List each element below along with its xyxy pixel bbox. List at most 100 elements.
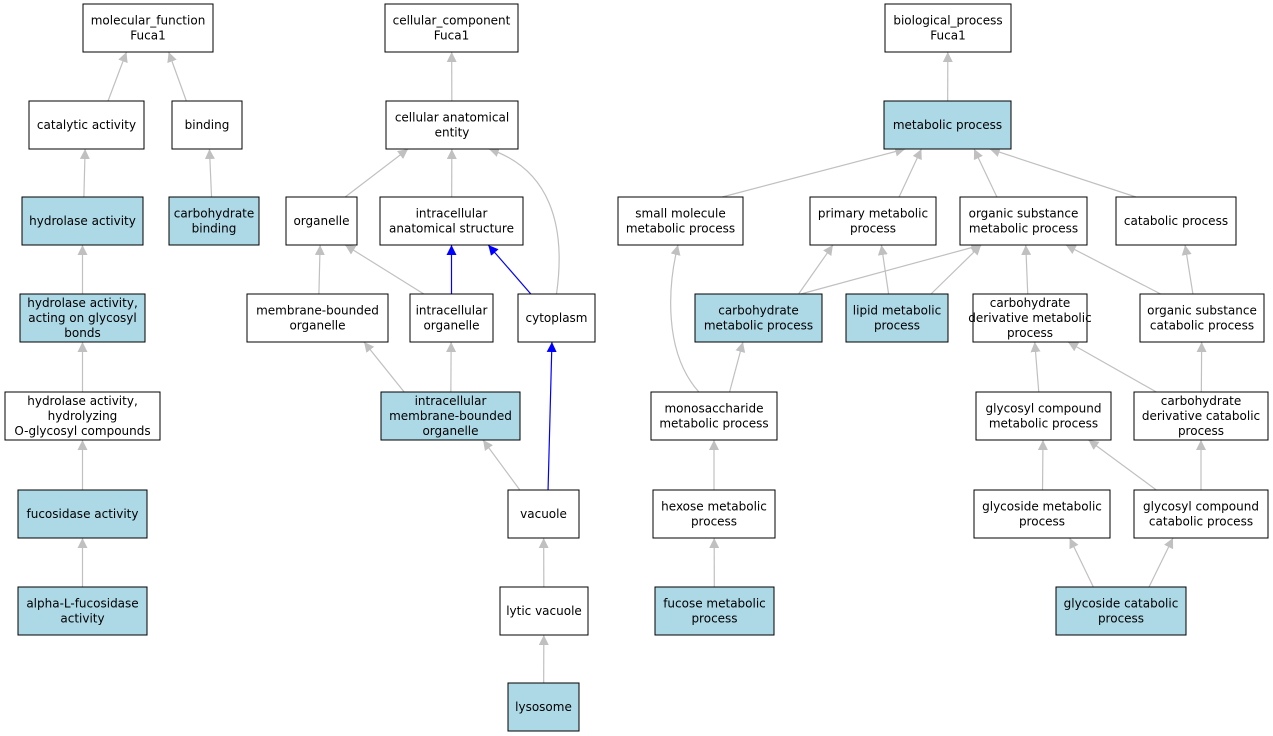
node-label-line: catabolic process — [1150, 318, 1254, 332]
node-label-line: catabolic process — [1149, 514, 1253, 528]
edge-vacuole-to-cytoplasm — [546, 341, 557, 491]
node-label-line: molecular_function — [91, 13, 206, 27]
edge-catabolic-to-metabolic — [989, 147, 1137, 198]
node-label-line: process — [874, 318, 920, 332]
node-label-line: glycosyl compound — [986, 401, 1102, 415]
node-label-line: organelle — [423, 318, 479, 332]
node-box — [517, 293, 596, 343]
node-box — [82, 3, 214, 53]
edge-glycosyl_met-to-carb_deriv — [1030, 341, 1041, 393]
node-label-line: carbohydrate — [990, 296, 1071, 310]
node-label-line: organelle — [293, 214, 349, 228]
node-label-line: hydrolase activity — [29, 214, 136, 228]
node-label-line: acting on glycosyl — [28, 311, 136, 325]
node-box — [1133, 391, 1269, 441]
node-label-line: fucosidase activity — [26, 507, 138, 521]
node-label-line: vacuole — [520, 507, 567, 521]
node-label-line: metabolic process — [626, 221, 735, 235]
node-label-line: process — [1019, 514, 1065, 528]
node-label-line: catalytic activity — [37, 118, 136, 132]
node-lytic: lytic vacuole — [499, 586, 589, 636]
node-label-line: organelle — [289, 318, 345, 332]
node-label-line: glycosyl compound — [1143, 499, 1259, 513]
node-label-line: organic substance — [1147, 303, 1257, 317]
node-box — [499, 586, 589, 636]
edge-carb_met-to-primary — [798, 244, 834, 295]
node-box — [17, 489, 148, 539]
node-label-line: metabolic process — [989, 416, 1098, 430]
node-box — [285, 196, 358, 246]
node-binding: binding — [171, 100, 243, 150]
node-box — [384, 3, 519, 53]
node-label-line: cellular anatomical — [395, 110, 509, 124]
edge-glycoside_cat-to-glycosyl_cat — [1148, 537, 1174, 588]
edge-glycosyl_cat-to-glycosyl_met — [1088, 439, 1157, 491]
node-label-line: O-glycosyl compounds — [14, 424, 150, 438]
edge-org_sub-to-metabolic — [973, 148, 998, 198]
node-box — [507, 489, 580, 539]
node-box — [19, 293, 146, 343]
edge-small_mol-to-metabolic — [722, 146, 906, 198]
edge-org_sub_cat-to-catabolic — [1181, 244, 1194, 295]
node-label-line: lipid metabolic — [853, 303, 941, 317]
edge-binding-to-mf — [167, 51, 187, 102]
node-organelle: organelle — [285, 196, 358, 246]
node-label-line: bonds — [64, 326, 100, 340]
node-box — [959, 196, 1088, 246]
node-label-line: process — [850, 221, 896, 235]
node-box — [1133, 489, 1269, 539]
node-cytoplasm: cytoplasm — [517, 293, 596, 343]
node-box — [385, 100, 519, 150]
node-label-line: fucose metabolic — [663, 596, 766, 610]
node-label-line: binding — [192, 221, 237, 235]
node-box — [975, 391, 1112, 441]
node-vacuole: vacuole — [507, 489, 580, 539]
node-hydro-oglyc: hydrolase activity,hydrolyzingO-glycosyl… — [4, 391, 161, 441]
edge-glycoside_cat-to-glycoside_met — [1069, 537, 1094, 588]
node-label-line: organelle — [422, 424, 478, 438]
node-label-line: biological_process — [893, 13, 1002, 27]
node-label-line: glycoside catabolic — [1064, 596, 1179, 610]
edge-carb_deriv_cat-to-carb_deriv — [1067, 341, 1157, 393]
node-box — [17, 586, 148, 636]
node-label-line: carbohydrate — [174, 206, 255, 220]
node-label-line: entity — [435, 125, 470, 139]
node-label-line: process — [691, 514, 737, 528]
edge-mbo-to-organelle — [314, 244, 325, 295]
node-lysosome: lysosome — [507, 682, 580, 732]
node-box — [973, 489, 1111, 539]
edge-catalytic-to-mf — [107, 51, 128, 102]
edge-carb_met-to-org_sub — [800, 242, 982, 295]
node-label-line: hexose metabolic — [661, 499, 767, 513]
node-label-line: anatomical structure — [389, 221, 514, 235]
node-label-line: membrane-bounded — [256, 303, 379, 317]
edge-organelle-to-cae — [344, 148, 409, 198]
edge-lipid-to-org_sub — [930, 244, 982, 295]
node-catalytic: catalytic activity — [28, 100, 145, 150]
node-box — [380, 391, 521, 441]
node-box — [654, 586, 775, 636]
node-box — [168, 196, 260, 246]
node-fucosidase: fucosidase activity — [17, 489, 148, 539]
node-label-line: metabolic process — [893, 118, 1002, 132]
node-label-line: metabolic process — [704, 318, 813, 332]
edge-mono-to-small_mol — [670, 244, 700, 393]
node-box — [1055, 586, 1187, 636]
node-hydrolase: hydrolase activity — [21, 196, 144, 246]
node-label-line: process — [1178, 424, 1224, 438]
edge-vacuole-to-imbo — [482, 439, 521, 491]
node-box — [379, 196, 524, 246]
